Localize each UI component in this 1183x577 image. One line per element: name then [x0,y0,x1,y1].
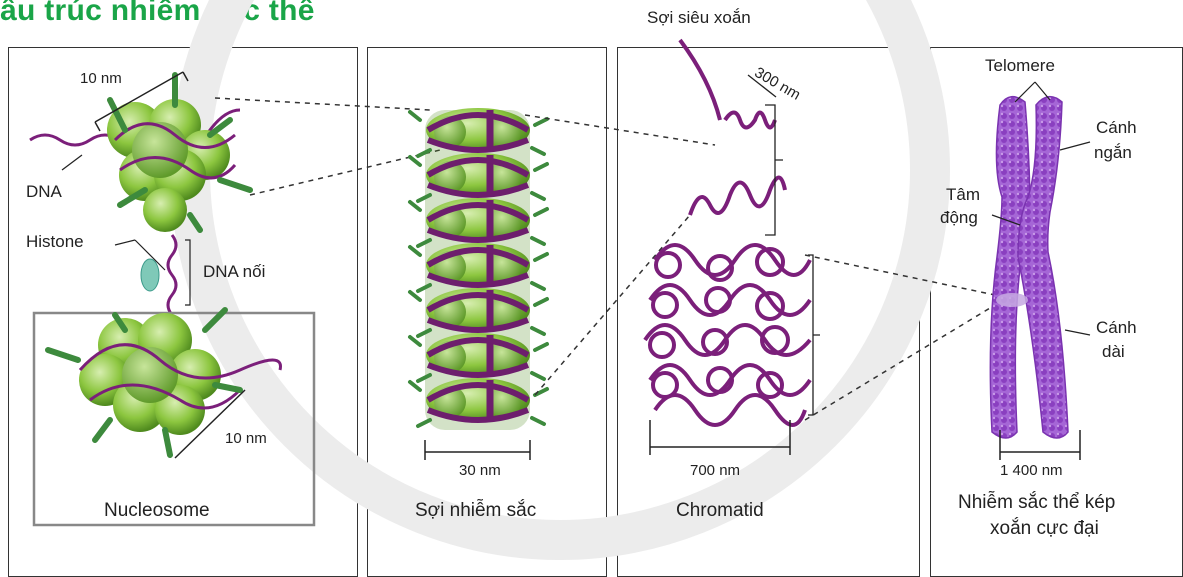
dim-label-bottom: 10 nm [225,430,267,447]
caption-nucleosome: Nucleosome [104,500,210,522]
watermark [190,0,930,540]
linker-dna [168,235,176,315]
label-centromere-2: động [940,208,978,228]
short-arm-pointer [1060,142,1090,150]
dim-label-top: 10 nm [80,70,122,87]
connector-1a [215,98,430,110]
label-centromere-1: Tâm [946,185,980,205]
label-long-arm-2: dài [1102,342,1125,362]
dna-pointer [62,155,82,170]
chromosome [990,97,1068,438]
long-arm-pointer [1065,330,1090,335]
label-dna: DNA [26,182,62,202]
label-histone: Histone [26,232,84,252]
dim-label-chromosome: 1 400 nm [1000,462,1063,479]
chromatid-bracket [808,255,820,415]
connector-2b [535,215,690,395]
linker-histone-h1 [141,259,159,291]
label-long-arm-1: Cánh [1096,318,1137,338]
caption-chromosome-2: xoắn cực đại [990,518,1099,540]
dim-label-fiber: 30 nm [459,462,501,479]
caption-chromatin-fiber: Sợi nhiễm sắc [415,500,536,522]
caption-chromatid: Chromatid [676,500,764,522]
caption-chromosome-1: Nhiễm sắc thể kép [958,492,1115,514]
label-telomere: Telomere [985,56,1055,76]
dim-line-fiber [425,440,530,460]
chromatin-fiber [410,108,547,430]
label-short-arm-1: Cánh [1096,118,1137,138]
dim-label-chromatid: 700 nm [690,462,740,479]
label-short-arm-2: ngắn [1094,143,1132,163]
label-supercoil: Sợi siêu xoắn [647,8,751,28]
connector-2a [525,115,715,145]
label-linker-dna: DNA nối [203,262,265,282]
